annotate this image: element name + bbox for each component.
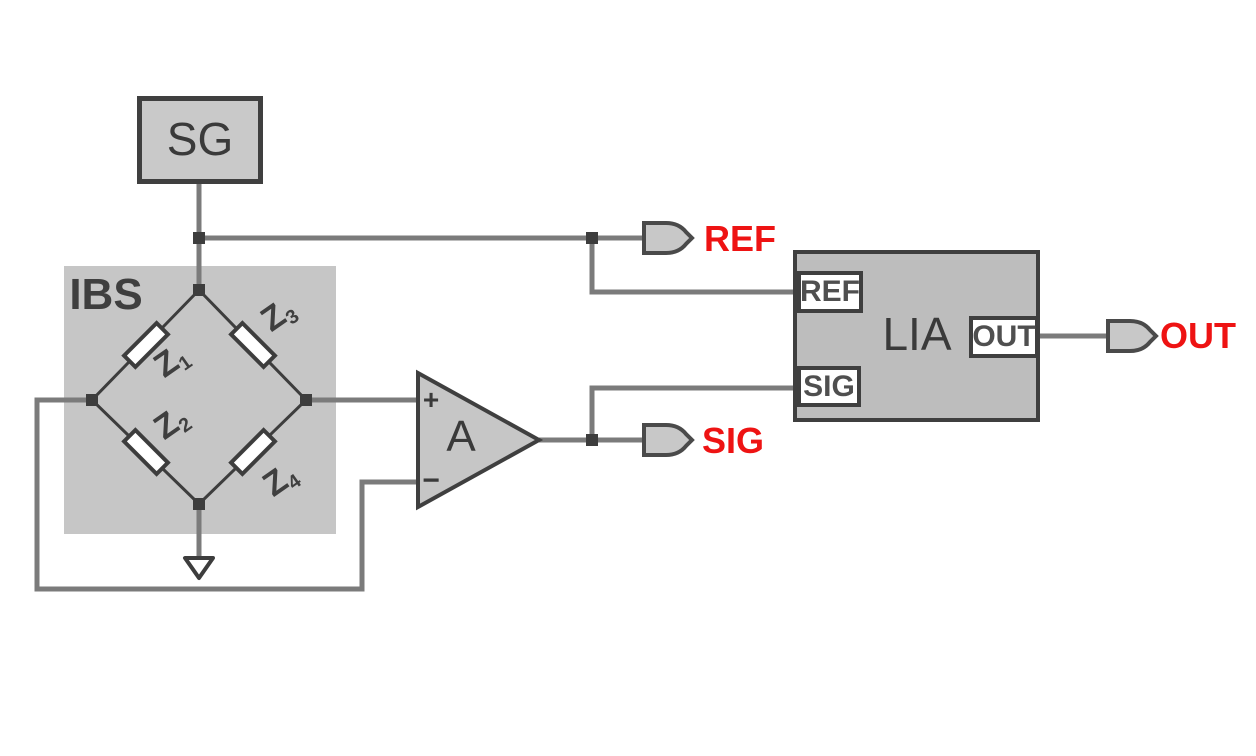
out-terminal-label: OUT (1160, 315, 1236, 356)
junction-ref-tap (193, 232, 205, 244)
impedance-z4-symbol (228, 427, 278, 477)
ref-terminal-label: REF (704, 218, 776, 259)
junction-dots (86, 232, 598, 510)
ground-icon (183, 556, 215, 580)
wire-feedback-loop (34, 397, 418, 592)
wires (34, 183, 1108, 592)
sig-terminal-label: SIG (702, 420, 765, 461)
impedance-z2-symbol (121, 427, 171, 477)
sg-label: SG (166, 113, 234, 165)
bridge-node-top (193, 284, 205, 296)
ibs-label: IBS (69, 270, 143, 319)
bridge-node-bottom (193, 498, 205, 510)
terminal-connectors (642, 221, 1159, 457)
bridge-node-right (300, 394, 312, 406)
sig-connector-icon (642, 423, 695, 457)
ibs-block (64, 266, 336, 534)
amplifier-plus-input-label: + (422, 384, 440, 415)
amplifier-minus-input-label: − (422, 464, 440, 497)
wire-ref-branch (589, 238, 795, 295)
impedance-z3-symbol (228, 320, 278, 370)
wire-sig-branch (589, 385, 795, 440)
lia-label: LIA (882, 308, 952, 360)
junction-ref-branch (586, 232, 598, 244)
impedance-elements (121, 320, 278, 477)
impedance-z1-symbol (121, 320, 171, 370)
amplifier-triangle (416, 369, 544, 511)
lia-sig-port: SIG (797, 366, 861, 407)
ref-connector-icon (642, 221, 695, 255)
junction-sig-branch (586, 434, 598, 446)
out-connector-icon (1106, 319, 1159, 353)
amplifier-label: A (446, 412, 476, 461)
sg-block (137, 96, 263, 184)
bridge-node-left (86, 394, 98, 406)
lia-out-port: OUT (969, 316, 1039, 358)
lia-ref-port: REF (797, 271, 863, 313)
